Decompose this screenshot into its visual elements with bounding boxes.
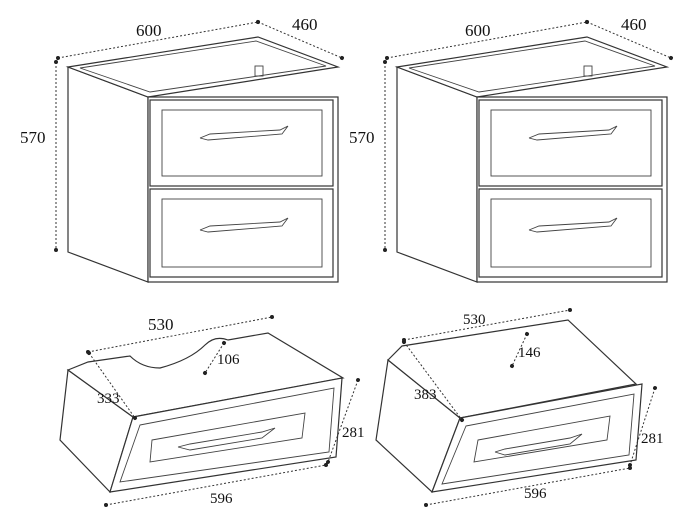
drawer-inner-width-label: 530 — [463, 312, 486, 328]
cabinet-height-label: 570 — [349, 128, 375, 147]
drawer-inner-depth-label: 333 — [97, 391, 120, 407]
cabinet-depth-label: 460 — [292, 15, 318, 34]
cabinet-left: 600 460 570 — [20, 15, 344, 283]
drawer-front-height-label: 281 — [342, 425, 365, 441]
drawer-right: 530 146 383 281 596 — [375, 308, 664, 507]
drawer-cutout-label: 106 — [217, 352, 240, 368]
drawer-inner-depth-label: 383 — [414, 387, 437, 403]
drawer-front-width-label: 596 — [210, 491, 233, 507]
drawer-front-height-label: 281 — [641, 431, 664, 447]
cabinet-right: 600 460 570 — [349, 15, 673, 283]
drawer-inner-width-label: 530 — [148, 315, 174, 334]
cabinet-width-label: 600 — [136, 21, 162, 40]
cabinet-depth-label: 460 — [621, 15, 647, 34]
cabinet-height-label: 570 — [20, 128, 46, 147]
drawer-left: 530 106 333 281 596 — [59, 315, 365, 507]
cabinet-width-label: 600 — [465, 21, 491, 40]
drawer-front-width-label: 596 — [524, 486, 547, 502]
drawer-cutout-label: 146 — [518, 345, 541, 361]
